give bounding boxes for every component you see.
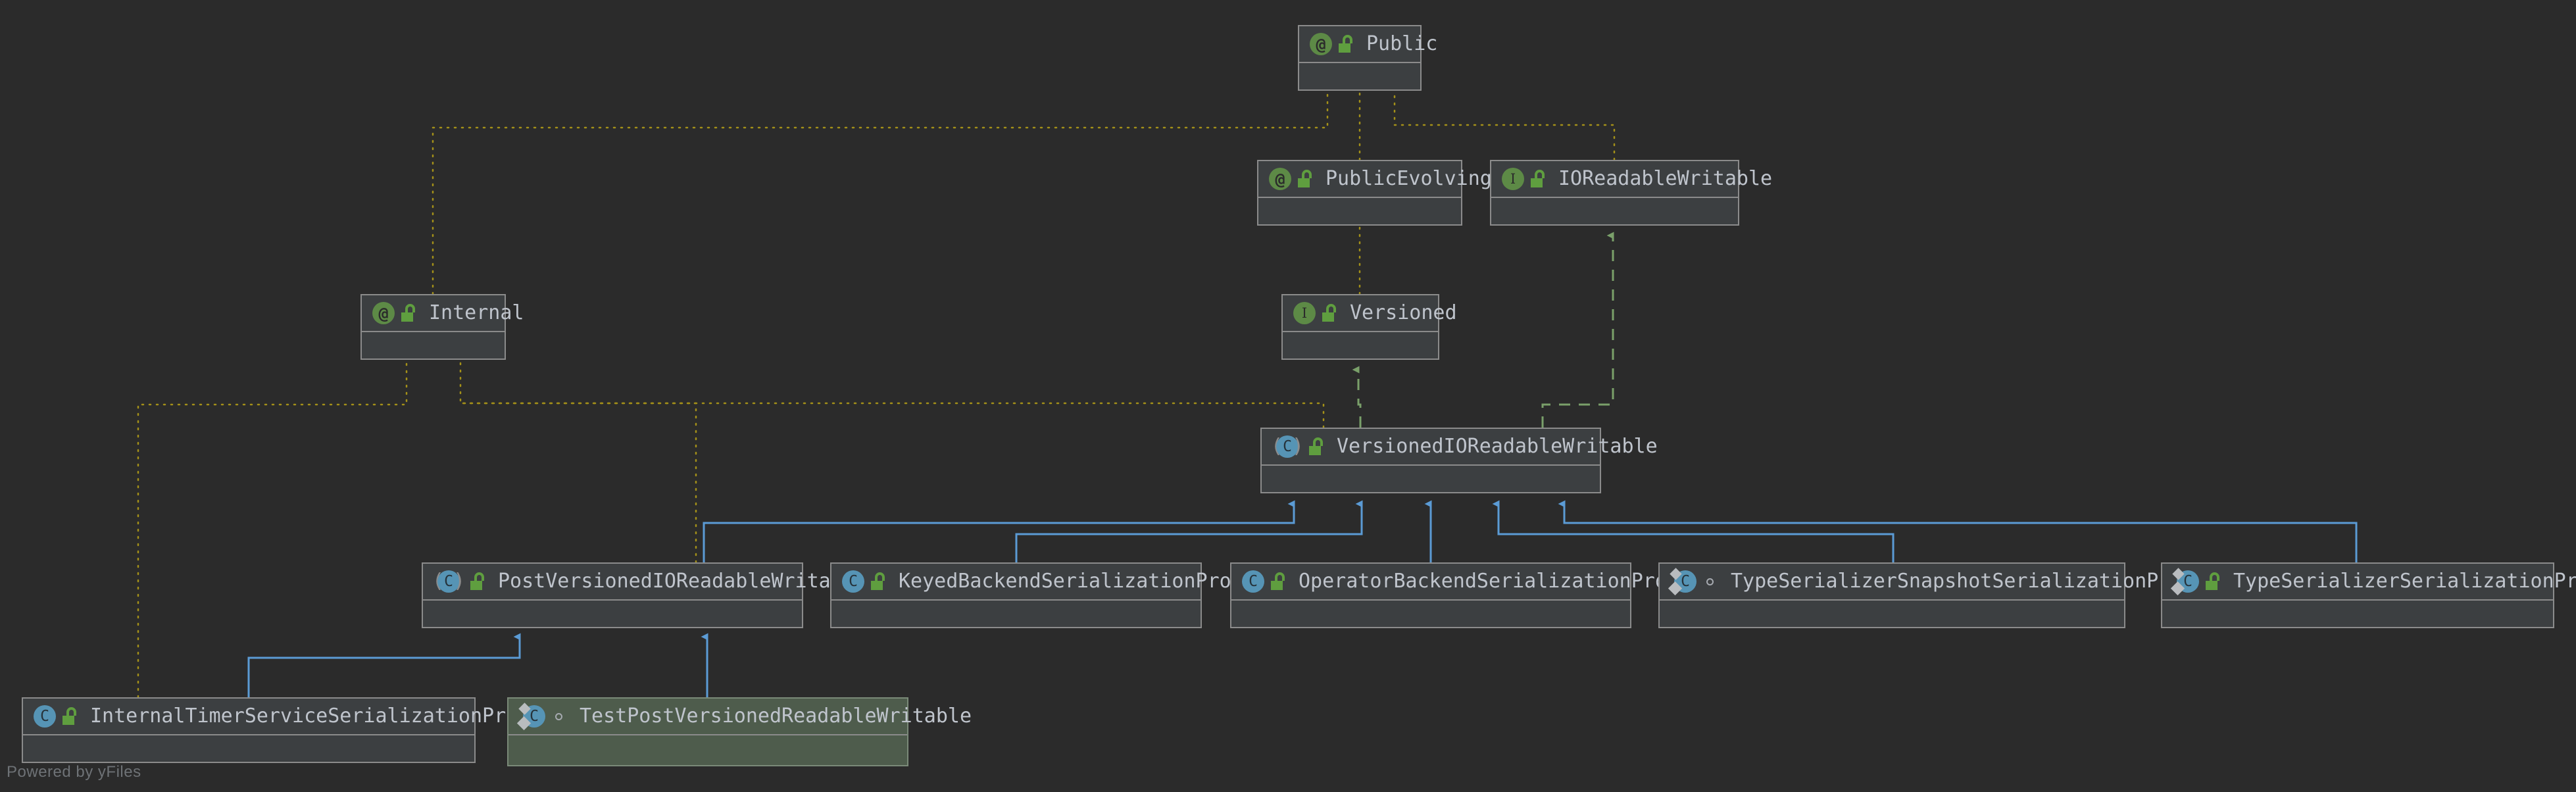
class-node-label: Internal <box>429 301 524 324</box>
unlocked-padlock-icon <box>401 304 418 322</box>
abstract-class-icon: (C) <box>1271 435 1304 458</box>
class-node-internal[interactable]: @ Internal <box>360 294 524 360</box>
class-node-members <box>1262 464 1600 493</box>
class-node-label: Versioned <box>1350 301 1457 324</box>
class-node-label: TestPostVersionedReadableWritable <box>580 705 972 728</box>
class-node-internalTimerProxy[interactable]: C InternalTimerServiceSerializationProxy <box>22 697 541 763</box>
interface-icon: I <box>1502 168 1524 190</box>
unlocked-padlock-icon <box>1339 35 1356 53</box>
class-node-header: C TypeSerializerSerializationProxy <box>2162 564 2576 599</box>
class-node-header: C KeyedBackendSerializationProxy <box>831 564 1255 599</box>
class-node-label: VersionedIOReadableWritable <box>1337 435 1658 458</box>
unlocked-padlock-icon <box>1298 170 1315 188</box>
class-node-members <box>1258 197 1461 226</box>
class-node-members <box>1283 331 1438 360</box>
class-icon: C <box>1242 570 1264 593</box>
annotation-icon: @ <box>1310 33 1332 55</box>
class-node-members <box>1299 62 1420 91</box>
unlocked-padlock-icon <box>1309 437 1326 456</box>
class-node-members <box>23 734 474 763</box>
class-node-publicEvolving[interactable]: @ PublicEvolving <box>1257 160 1492 226</box>
edge-internalTimerProxy-internal <box>137 359 408 699</box>
package-private-icon <box>552 708 569 725</box>
class-node-header: @ Public <box>1299 26 1437 62</box>
class-node-versioned[interactable]: I Versioned <box>1281 294 1457 360</box>
edge-postVersionedIORW-internal <box>459 402 697 564</box>
edge-postVersionedIORW-versionedIORW <box>703 500 1295 562</box>
class-node-header: I IOReadableWritable <box>1491 161 1772 197</box>
unlocked-padlock-icon <box>871 572 888 591</box>
class-icon: C <box>842 570 864 593</box>
class-node-header: I Versioned <box>1283 295 1457 331</box>
class-node-header: @ PublicEvolving <box>1258 161 1492 197</box>
class-node-members <box>508 734 907 766</box>
unlocked-padlock-icon <box>62 707 80 726</box>
class-node-members <box>1491 197 1738 226</box>
inner-class-icon: C <box>516 703 545 731</box>
class-node-members <box>1231 599 1630 628</box>
edge-internal-public <box>432 89 1329 295</box>
class-node-members <box>2162 599 2553 628</box>
unlocked-padlock-icon <box>1271 572 1288 591</box>
class-node-label: IOReadableWritable <box>1558 167 1773 190</box>
unlocked-padlock-icon <box>470 572 487 591</box>
class-node-label: TypeSerializerSerializationProxy <box>2233 570 2576 593</box>
class-node-label: OperatorBackendSerializationProxy <box>1299 570 1691 593</box>
class-node-label: Public <box>1366 32 1438 55</box>
class-node-ioReadableWritable[interactable]: I IOReadableWritable <box>1490 160 1772 226</box>
yfiles-watermark: Powered by yFiles <box>7 763 141 781</box>
class-node-header: C TestPostVersionedReadableWritable <box>508 699 972 734</box>
class-node-members <box>831 599 1201 628</box>
class-node-label: TypeSerializerSnapshotSerializationProxy <box>1731 570 2206 593</box>
package-private-icon <box>1703 573 1720 590</box>
unlocked-padlock-icon <box>2206 572 2223 591</box>
unlocked-padlock-icon <box>1531 170 1548 188</box>
class-node-testPostVersionedRW[interactable]: C TestPostVersionedReadableWritable <box>507 697 972 766</box>
edge-ioReadableWritable-public <box>1393 89 1616 161</box>
annotation-icon: @ <box>372 302 395 324</box>
inner-class-icon: C <box>1668 568 1697 596</box>
annotation-icon: @ <box>1269 168 1291 190</box>
edge-typeSerializerProxy-versionedIORW <box>1558 500 2358 562</box>
edge-typeSerializerSnapshotProxy-versionedIORW <box>1492 500 1895 562</box>
class-node-label: InternalTimerServiceSerializationProxy <box>90 705 542 728</box>
edge-versionedIORW-versioned <box>1352 366 1362 428</box>
class-node-header: @ Internal <box>362 295 524 331</box>
unlocked-padlock-icon <box>1322 304 1339 322</box>
class-node-members <box>1660 599 2124 628</box>
class-node-label: PostVersionedIOReadableWritable <box>498 570 866 593</box>
interface-icon: I <box>1293 302 1316 324</box>
edge-versionedIORW-ioReadableWritable <box>1541 232 1614 428</box>
edge-internalTimerProxy-postVersionedIORW <box>247 633 521 697</box>
edge-keyedBackendProxy-versionedIORW <box>1015 500 1363 562</box>
class-icon: C <box>34 705 56 728</box>
class-node-operatorBackendProxy[interactable]: C OperatorBackendSerializationProxy <box>1230 562 1691 628</box>
class-node-postVersionedIORW[interactable]: (C) PostVersionedIOReadableWritable <box>422 562 866 628</box>
inner-class-icon: C <box>2170 568 2199 596</box>
edge-versionedIORW-internal <box>459 359 1325 429</box>
class-node-header: (C) VersionedIOReadableWritable <box>1262 429 1658 464</box>
class-node-keyedBackendProxy[interactable]: C KeyedBackendSerializationProxy <box>830 562 1255 628</box>
class-node-typeSerializerProxy[interactable]: C TypeSerializerSerializationProxy <box>2161 562 2576 628</box>
class-node-members <box>362 331 505 360</box>
class-node-label: PublicEvolving <box>1325 167 1492 190</box>
class-node-public[interactable]: @ Public <box>1298 25 1437 91</box>
class-node-header: C OperatorBackendSerializationProxy <box>1231 564 1691 599</box>
class-node-label: KeyedBackendSerializationProxy <box>899 570 1255 593</box>
class-node-header: C InternalTimerServiceSerializationProxy <box>23 699 541 734</box>
abstract-class-icon: (C) <box>432 570 465 593</box>
class-node-versionedIORW[interactable]: (C) VersionedIOReadableWritable <box>1260 428 1658 493</box>
class-node-header: (C) PostVersionedIOReadableWritable <box>423 564 866 599</box>
class-node-members <box>423 599 802 628</box>
